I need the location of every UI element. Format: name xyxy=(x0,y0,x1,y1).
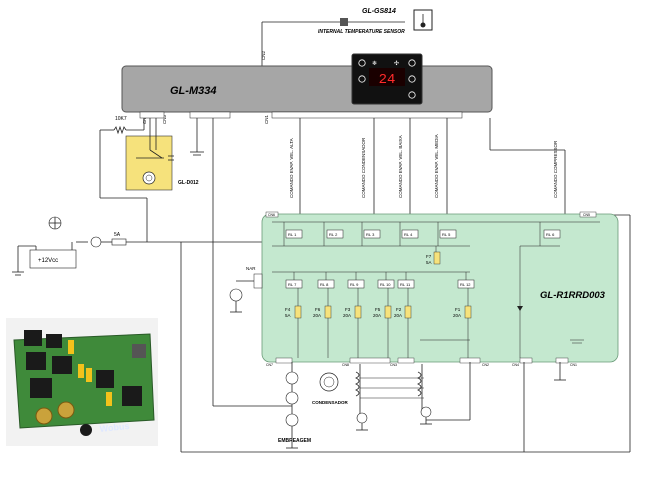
fan-icon: ✣ xyxy=(394,60,399,67)
loads: EMBREAGEM CONDENSADOR xyxy=(278,362,566,452)
door-switch-model: GL-D012 xyxy=(178,180,199,186)
left-inputs: 10K7 GL-D012 xyxy=(99,116,292,407)
relay-rl7: RL 7 xyxy=(288,282,297,287)
relay-rl9: RL 9 xyxy=(350,282,359,287)
relay-rl6: RL 6 xyxy=(546,232,555,237)
fuse-f3-id: F3 xyxy=(345,307,351,312)
command-label-evap-media: COMANDO EVAP. VEL. MEDIA xyxy=(434,134,439,198)
relay-rl3: RL 3 xyxy=(366,232,375,237)
fuse-f3-rating: 20A xyxy=(343,313,351,318)
relay-rl12: RL 12 xyxy=(460,282,471,287)
right-up-button-icon[interactable] xyxy=(408,59,416,67)
blower-icon xyxy=(420,406,432,418)
connector-cn4: CN4 xyxy=(512,363,519,367)
relay-rl11: RL 11 xyxy=(400,282,411,287)
connector-cn5: CN5 xyxy=(583,213,590,217)
relay-board-photo: Wobus xyxy=(6,318,158,446)
fan-motor-icon xyxy=(285,371,299,385)
down-button-icon[interactable] xyxy=(358,75,366,83)
coil-icon xyxy=(417,371,422,397)
fuse-f4-id: F4 xyxy=(285,307,291,312)
fuse-f6-rating: 20A xyxy=(313,313,321,318)
fuse-f4-rating: 5A xyxy=(285,313,291,318)
up-button-icon[interactable] xyxy=(358,59,366,67)
connector-cn6: CN6 xyxy=(268,213,275,217)
connector-cn4-label: CN4 xyxy=(142,115,147,124)
fuse-f7-id: F7 xyxy=(426,254,432,259)
connector-cn7: CN7 xyxy=(266,363,273,367)
connector-cn1-label: CN1 xyxy=(264,115,269,124)
command-label-evap-alta: COMANDO EVAP. VEL. ALTA xyxy=(289,138,294,198)
terminal-icon xyxy=(57,401,75,419)
sensor-caption: INTERNAL TEMPERATURE SENSOR xyxy=(318,29,405,35)
relay-rl8: RL 8 xyxy=(320,282,329,287)
relay-board-model: GL-R1RRD003 xyxy=(540,290,606,301)
relay-rl4: RL 4 xyxy=(404,232,413,237)
fan-motor-icon xyxy=(285,391,299,405)
connector-cn2: CN2 xyxy=(482,363,489,367)
fuse-f1-rating: 20A xyxy=(453,313,461,318)
main-fuse-icon xyxy=(111,238,127,246)
command-label-condensador: COMANDO CONDENSADOR xyxy=(361,137,366,198)
power-button-icon[interactable] xyxy=(408,91,416,99)
switch-icon xyxy=(90,236,102,248)
internal-sensor: GL-GS814 INTERNAL TEMPERATURE SENSOR CN2 xyxy=(261,8,433,66)
battery-label: +12Vcc xyxy=(38,258,58,264)
blower-icon xyxy=(356,412,368,424)
fuse-f6-id: F6 xyxy=(315,307,321,312)
fuse-f5-rating: 20A xyxy=(373,313,381,318)
load-condenser-label: CONDENSADOR xyxy=(312,400,349,405)
thermistor-icon xyxy=(113,125,127,135)
side-label: NAR xyxy=(246,266,256,271)
snowflake-icon: ❄ xyxy=(372,60,377,67)
fuse-f7-rating: 5A xyxy=(426,260,432,265)
fuse-f5-id: F5 xyxy=(375,307,381,312)
relay-rl10: RL 10 xyxy=(380,282,391,287)
terminal-icon xyxy=(35,407,53,425)
clutch-icon xyxy=(285,413,299,427)
right-down-button-icon[interactable] xyxy=(408,75,416,83)
command-wiring: COMANDO EVAP. VEL. ALTA COMANDO CONDENSA… xyxy=(289,118,566,214)
connector-cn3-label: CN3 xyxy=(162,115,167,124)
capacitor-icon xyxy=(80,424,92,436)
battery-icon xyxy=(29,249,77,269)
fuse-f2-rating: 20A xyxy=(394,313,402,318)
power-supply: +12Vcc 5A xyxy=(12,197,631,453)
sensor-probe-icon xyxy=(340,18,348,26)
relay-rl2: RL 2 xyxy=(329,232,338,237)
relay-rl5: RL 5 xyxy=(442,232,451,237)
pcb-icon xyxy=(13,333,155,429)
connector-cn3: CN3 xyxy=(390,363,397,367)
command-label-compressor: COMANDO COMPRESSOR xyxy=(553,140,558,198)
photo-logo: Wobus xyxy=(99,421,130,434)
load-defrost-label: EMBREAGEM xyxy=(278,438,311,444)
controller-unit: GL-M334 ❄ ✣ 24 CN4 CN3 CN1 xyxy=(121,53,493,124)
connector-cn8: CN8 xyxy=(342,363,349,367)
display-screen xyxy=(369,68,405,86)
condenser-fan-icon xyxy=(319,372,339,392)
controller-model: GL-M334 xyxy=(170,85,216,97)
door-switch-icon xyxy=(142,171,156,185)
fuse-f1-id: F1 xyxy=(455,307,461,312)
sensor-model: GL-GS814 xyxy=(362,8,396,15)
thermistor-label: 10K7 xyxy=(115,116,127,122)
relay-board: GL-R1RRD003 RL 1 RL 2 RL 3 RL 4 RL 5 RL … xyxy=(229,211,619,367)
pressure-switch-icon xyxy=(229,288,243,302)
display-value: 24 xyxy=(379,72,396,88)
fuse-f2-id: F2 xyxy=(396,307,402,312)
coil-icon xyxy=(355,371,360,397)
command-label-evap-baixa: COMANDO EVAP. VEL. BAIXA xyxy=(398,135,403,198)
connector-cn1: CN1 xyxy=(570,363,577,367)
connector-cn2-label: CN2 xyxy=(261,51,266,60)
relay-rl1: RL 1 xyxy=(288,232,297,237)
main-fuse-label: 5A xyxy=(114,232,121,238)
